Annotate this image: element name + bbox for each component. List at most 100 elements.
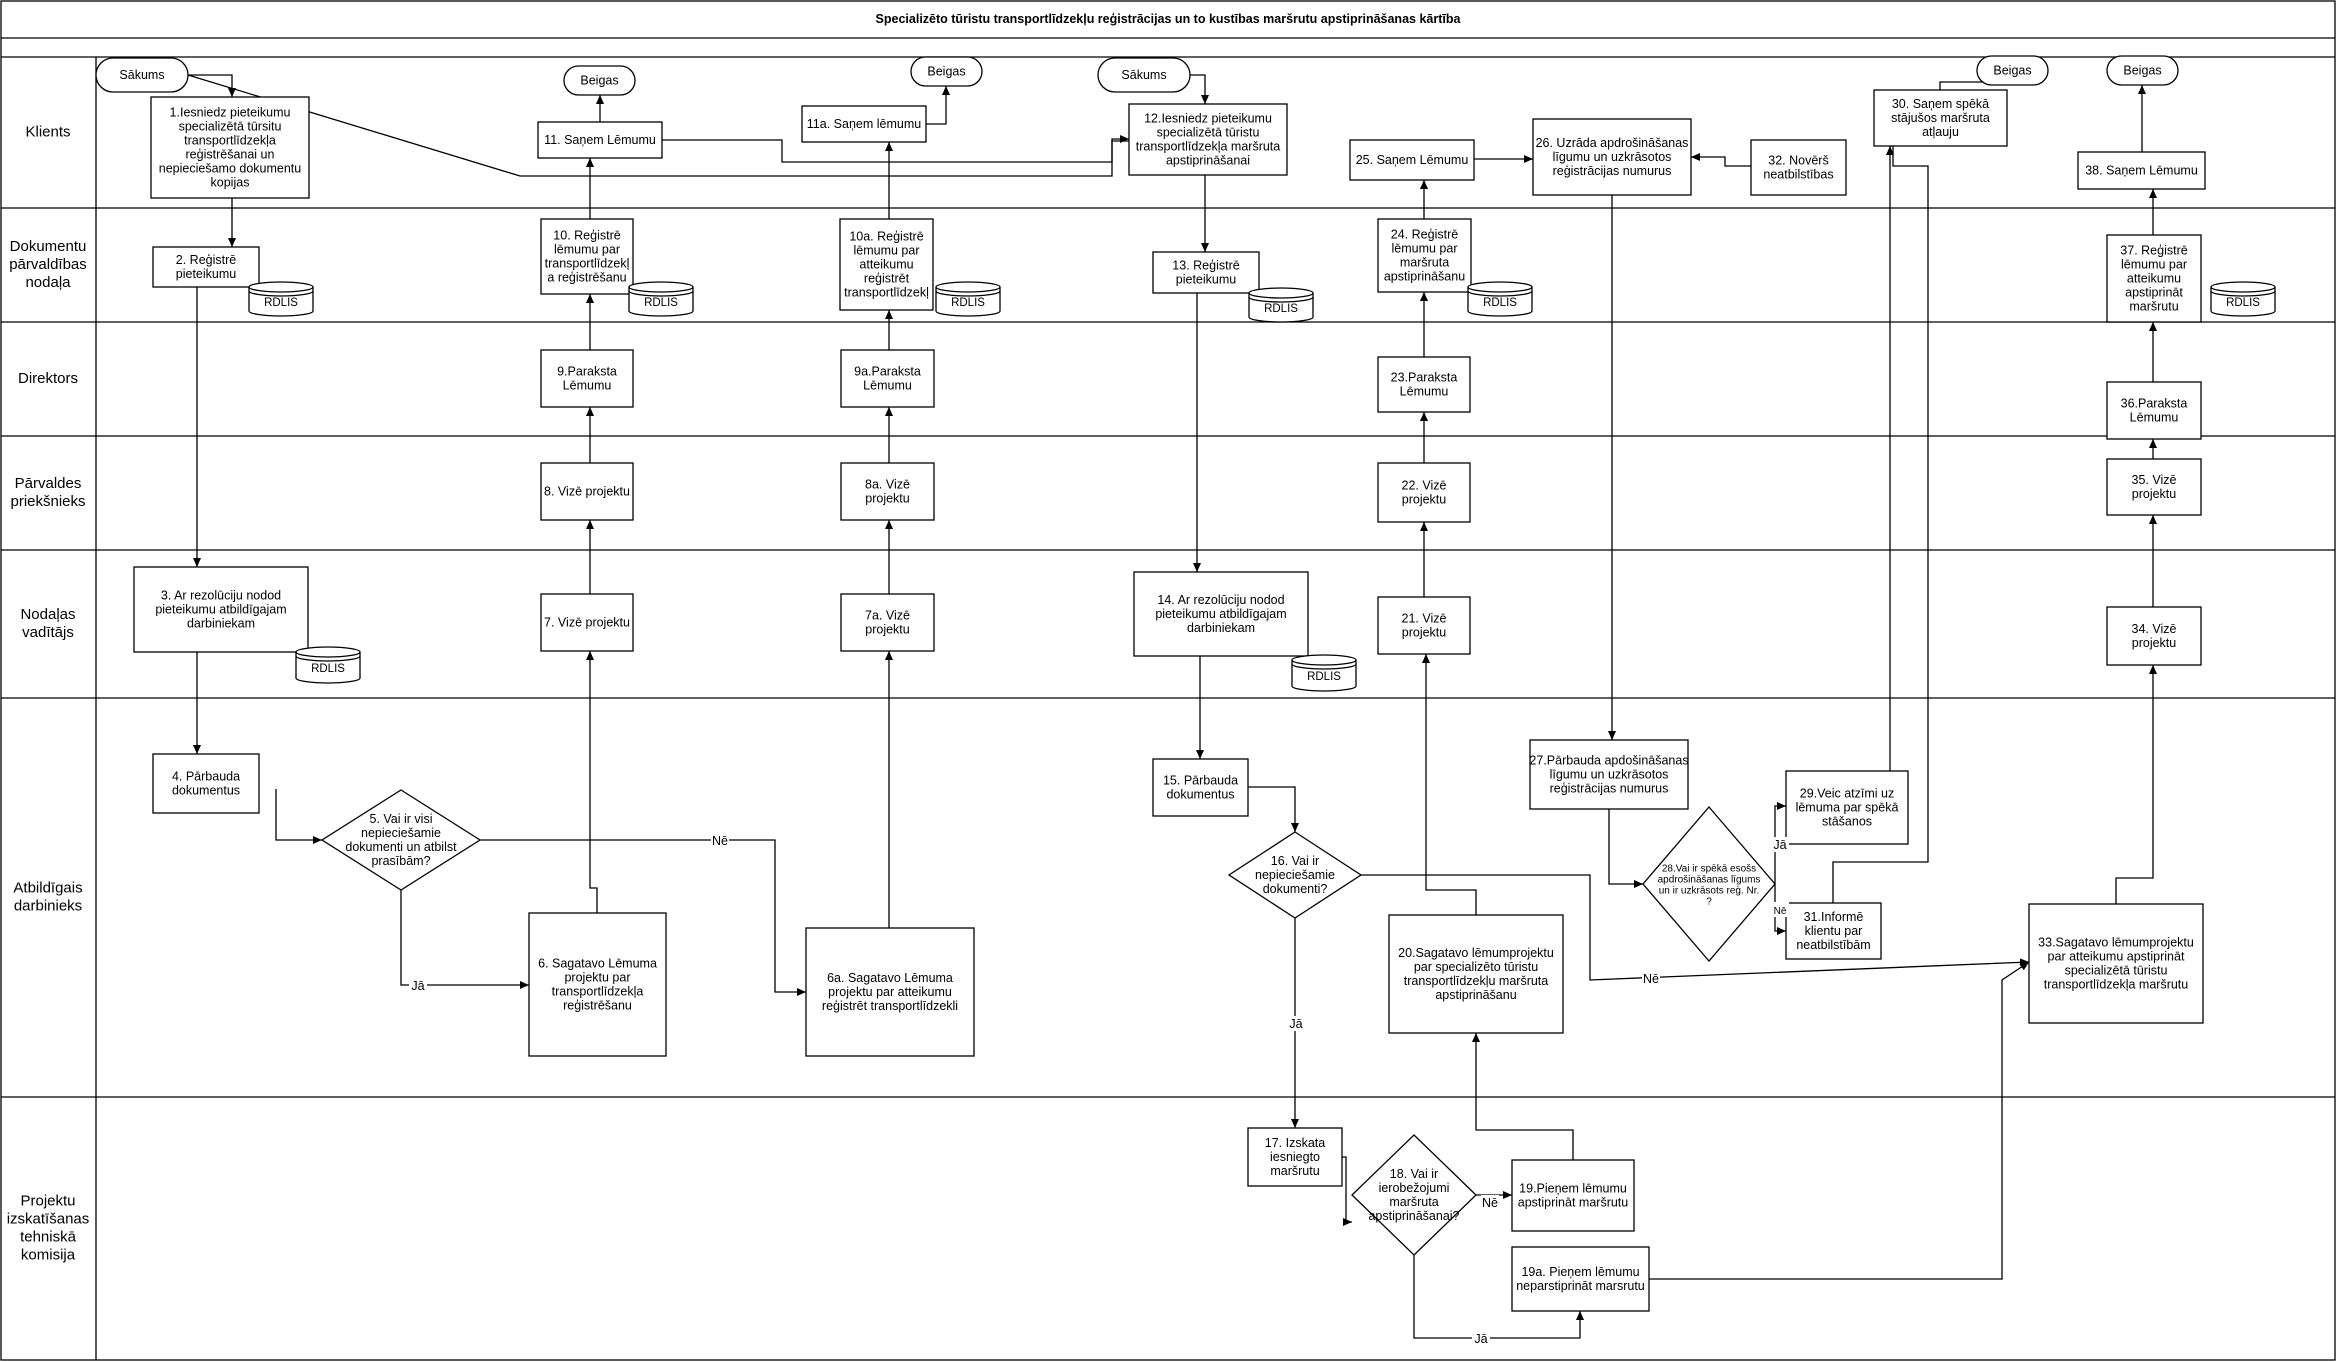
- edge-label-yes: Jā: [1289, 1017, 1302, 1031]
- connector-start-to-s12: [187, 74, 1129, 177]
- process-step-s2: [152, 246, 260, 288]
- process-step-s37: [2106, 234, 2202, 323]
- connector-s19a-s33: [1649, 961, 2030, 1280]
- edge-label-bg: [1481, 1195, 1499, 1210]
- step-label-s38: 38. Saņem Lēmumu: [2085, 164, 2198, 178]
- process-step-s14: [1133, 571, 1309, 657]
- terminal-end4: [2106, 55, 2179, 86]
- terminal-label-start1: Sākums: [119, 68, 164, 82]
- process-step-s33: [2028, 903, 2204, 1024]
- step-label-s11a: 11a. Saņem lēmumu: [807, 117, 921, 131]
- process-step-s8: [540, 462, 634, 521]
- process-step-s23: [1377, 356, 1471, 413]
- process-step-s20: [1388, 914, 1564, 1034]
- process-step-s15: [1152, 758, 1249, 817]
- connector-s15-s16: [1248, 786, 1299, 832]
- swimlane-label: Direktors: [18, 370, 78, 387]
- process-step-s7: [540, 593, 634, 652]
- edge-label-yes: Jā: [411, 979, 424, 993]
- process-step-s24: [1377, 218, 1472, 293]
- process-step-s4: [152, 753, 260, 814]
- edge-label-no: Nē: [1643, 972, 1659, 986]
- process-step-s13: [1152, 251, 1260, 294]
- process-step-s9: [540, 349, 634, 408]
- database-icon: [628, 281, 694, 317]
- terminal-end3: [1976, 55, 2049, 86]
- edge-label-bg: [1472, 1331, 1490, 1346]
- database-icon: [935, 281, 1001, 317]
- connector-s28-s29-yes: [1774, 802, 1786, 884]
- terminal-start1: [95, 57, 189, 93]
- process-step-s10a: [839, 218, 934, 311]
- database-icon: [1248, 287, 1314, 323]
- process-step-s6a: [805, 927, 975, 1057]
- edge-label-yes: Jā: [1474, 1332, 1487, 1346]
- process-step-s19: [1511, 1159, 1635, 1232]
- process-step-s7a: [840, 593, 935, 652]
- connector-s31-s32-return: [1832, 146, 1929, 903]
- edge-label-bg: [1771, 902, 1789, 917]
- database-icon: [248, 281, 314, 317]
- connector-s20-s21: [1422, 654, 1477, 915]
- terminal-end2: [910, 56, 983, 87]
- terminal-label-end2: Beigas: [927, 65, 965, 79]
- process-step-s1: [150, 96, 310, 199]
- terminal-label-start2: Sākums: [1121, 68, 1166, 82]
- database-label: RDLIS: [951, 297, 985, 309]
- edge-label-bg: [1771, 837, 1789, 852]
- terminal-start2: [1097, 57, 1191, 93]
- process-step-s21: [1377, 596, 1471, 655]
- database-icon: [2210, 281, 2276, 317]
- connector-s11-s12: [662, 139, 1129, 163]
- decision-s18: [1351, 1134, 1477, 1256]
- connector-start-to-s1: [188, 74, 236, 97]
- process-step-s19a: [1511, 1246, 1650, 1312]
- edge-label-bg: [409, 978, 427, 993]
- process-step-s8a: [840, 462, 935, 521]
- process-step-s10: [540, 218, 634, 295]
- terminal-label-end3: Beigas: [1993, 64, 2031, 78]
- process-step-s29: [1785, 770, 1909, 845]
- process-step-s22: [1377, 462, 1471, 523]
- process-step-s12: [1128, 103, 1288, 176]
- terminal-label-end4: Beigas: [2123, 64, 2161, 78]
- process-step-s9a: [840, 349, 935, 408]
- process-step-s38: [2077, 151, 2206, 190]
- process-step-s30: [1873, 89, 2008, 147]
- process-step-s17: [1247, 1127, 1343, 1187]
- edge-label-no: Nē: [1774, 906, 1787, 917]
- connector-s5-s6-yes: [400, 890, 529, 989]
- connector-s27-s28: [1608, 809, 1643, 888]
- process-step-s34: [2106, 606, 2202, 666]
- database-label: RDLIS: [2226, 297, 2260, 309]
- database-label: RDLIS: [1264, 303, 1298, 315]
- decision-s28: [1642, 806, 1776, 962]
